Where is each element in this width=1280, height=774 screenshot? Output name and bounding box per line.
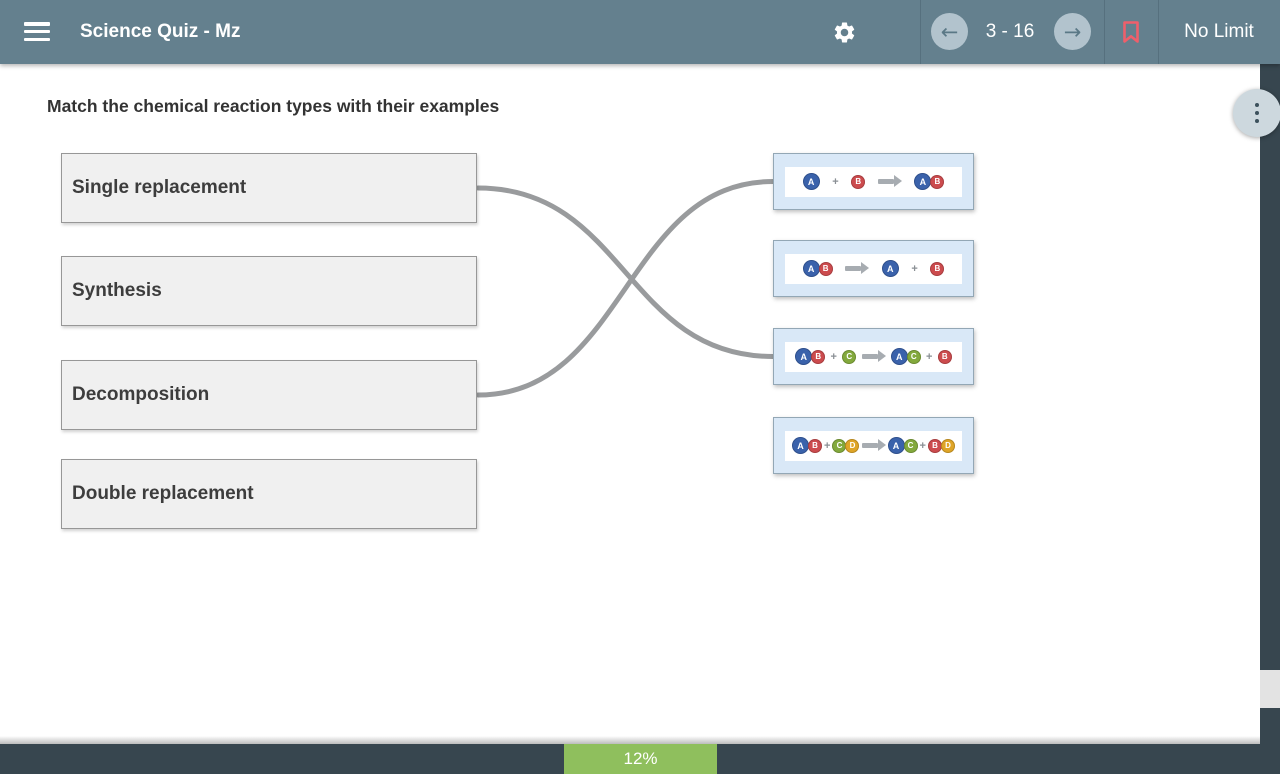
gear-icon: [834, 22, 854, 42]
match-term-double-replacement[interactable]: Double replacement: [61, 459, 477, 529]
plus-sign: +: [832, 175, 839, 188]
match-connection-line: [475, 185, 776, 359]
match-term-synthesis[interactable]: Synthesis: [61, 256, 477, 326]
atom-B: B: [927, 438, 942, 453]
plus-sign: +: [919, 439, 926, 452]
atom-A: A: [802, 173, 820, 190]
grid-icon: [874, 22, 894, 42]
atom-C: C: [842, 349, 857, 364]
atom-A: A: [881, 260, 899, 277]
atom-D: D: [845, 438, 860, 453]
reaction-arrow-icon: [845, 262, 870, 274]
plus-sign: +: [824, 439, 831, 452]
molecule-A: A: [881, 260, 899, 277]
reaction-arrow-icon: [861, 350, 886, 362]
molecule-B: B: [930, 261, 945, 276]
atom-A: A: [792, 437, 810, 454]
question-text: Match the chemical reaction types with t…: [47, 96, 500, 116]
next-question-button[interactable]: →: [1054, 13, 1091, 50]
reaction-arrow-icon: [877, 175, 902, 187]
progress-value: 12%: [564, 744, 717, 774]
atom-C: C: [832, 438, 847, 453]
plus-sign: +: [830, 350, 837, 363]
menu-icon[interactable]: [24, 22, 50, 41]
atom-B: B: [811, 349, 826, 364]
content-edge-shadow: [0, 736, 1260, 744]
scrollbar-track[interactable]: [1260, 64, 1280, 774]
atom-C: C: [903, 438, 918, 453]
back-arrow-icon: ←: [940, 19, 959, 44]
question-counter: 3 - 16: [985, 21, 1035, 42]
match-connection-line: [475, 179, 776, 398]
app-title: Science Quiz - Mz: [80, 21, 241, 42]
molecule-A: A: [802, 173, 820, 190]
atom-B: B: [930, 174, 945, 189]
molecule-B: B: [851, 174, 866, 189]
atom-A: A: [795, 348, 813, 365]
match-term-label: Decomposition: [72, 384, 210, 405]
header-divider: [1104, 0, 1105, 64]
atom-B: B: [937, 349, 952, 364]
plus-sign: +: [911, 262, 918, 275]
atom-A: A: [887, 437, 905, 454]
atom-C: C: [906, 349, 921, 364]
match-term-single-replacement[interactable]: Single replacement: [61, 153, 477, 223]
match-term-label: Synthesis: [72, 280, 162, 301]
forward-arrow-icon: →: [1063, 19, 1082, 44]
header-divider: [1158, 0, 1159, 64]
prev-question-button[interactable]: ←: [931, 13, 968, 50]
scrollbar-thumb[interactable]: [1260, 670, 1280, 708]
bookmark-icon: [1123, 21, 1139, 43]
bookmark-button[interactable]: [1113, 0, 1149, 64]
atom-D: D: [940, 438, 955, 453]
match-term-label: Single replacement: [72, 177, 247, 198]
vertical-dots-icon: [1254, 102, 1260, 124]
atom-B: B: [818, 261, 833, 276]
reaction-arrow-icon: [861, 439, 886, 451]
match-term-decomposition[interactable]: Decomposition: [61, 360, 477, 430]
atom-B: B: [930, 261, 945, 276]
header-divider: [920, 0, 921, 64]
match-term-label: Double replacement: [72, 483, 254, 504]
atom-A: A: [802, 260, 820, 277]
more-options-button[interactable]: [1233, 89, 1280, 137]
apps-grid-button[interactable]: [868, 0, 900, 64]
molecule-B: B: [937, 349, 952, 364]
atom-A: A: [914, 173, 932, 190]
atom-B: B: [851, 174, 866, 189]
progress-bar: 12%: [0, 744, 1280, 774]
timer-status: No Limit: [1184, 21, 1254, 42]
settings-button[interactable]: [828, 0, 860, 64]
plus-sign: +: [926, 350, 933, 363]
molecule-C: C: [842, 349, 857, 364]
atom-A: A: [890, 348, 908, 365]
atom-B: B: [808, 438, 823, 453]
app-header: Science Quiz - Mz ← 3 - 16 → No Limit: [0, 0, 1280, 64]
